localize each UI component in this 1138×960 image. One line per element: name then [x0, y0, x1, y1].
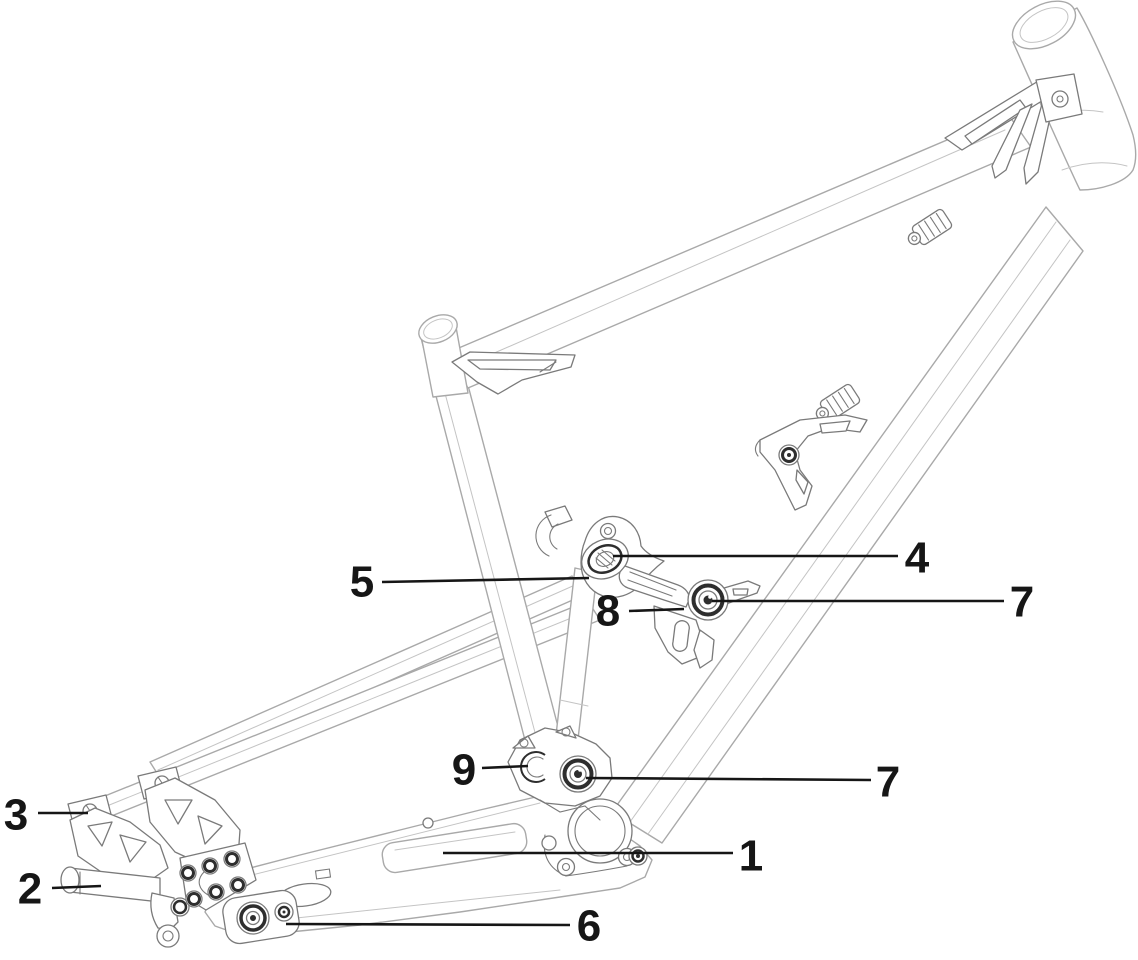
top-tube	[446, 113, 1032, 389]
seat-tube	[420, 335, 562, 749]
cable-guide-lower	[815, 383, 861, 421]
callout-number-5: 5	[350, 558, 374, 607]
callout-4-3: 4	[613, 534, 930, 583]
derailleur-hanger	[150, 892, 179, 931]
frame-illustration	[60, 0, 1137, 948]
callout-number-7: 7	[876, 758, 900, 807]
down-tube	[611, 206, 1084, 844]
callout-2-1: 2	[18, 865, 102, 914]
callout-number-1: 1	[739, 832, 763, 881]
leader-line-6	[285, 922, 571, 927]
callout-number-7: 7	[1010, 578, 1034, 627]
brake-mount-bolt	[628, 846, 648, 866]
rocker-link	[535, 505, 761, 669]
callout-9-9: 9	[452, 746, 529, 795]
rocker-main-bearing	[687, 579, 729, 621]
chainstay-pivot	[222, 889, 300, 945]
top-tube-gusset	[451, 351, 576, 395]
lower-link-assembly	[507, 725, 613, 821]
leader-line-2	[51, 884, 102, 890]
callout-7-7: 7	[585, 758, 900, 807]
callout-8-8: 8	[596, 587, 685, 636]
callout-number-3: 3	[4, 791, 28, 840]
callout-number-9: 9	[452, 746, 476, 795]
chain-device-bracket	[754, 414, 868, 511]
seat-tube-collar	[418, 314, 469, 398]
leader-line-5	[381, 576, 590, 584]
callout-number-4: 4	[905, 534, 930, 583]
leader-line-7	[585, 776, 872, 782]
leader-line-9	[481, 764, 529, 770]
callout-layer: 1 2 3 4 5 6 7 7 8 9	[4, 534, 1034, 951]
callout-6-5: 6	[285, 902, 601, 951]
cable-guide-upper	[907, 208, 953, 246]
callout-7-6: 7	[712, 578, 1034, 627]
head-tube-gusset	[944, 73, 1083, 185]
callout-number-2: 2	[18, 865, 42, 914]
leader-line-8	[628, 607, 685, 613]
callout-5-4: 5	[350, 558, 590, 607]
link-bolts	[179, 850, 247, 908]
dropout-linkage	[60, 777, 300, 948]
callout-number-8: 8	[596, 587, 620, 636]
lower-main-bearing	[559, 755, 597, 793]
rocker-front-bearing	[581, 538, 629, 580]
callout-1-0: 1	[443, 832, 763, 881]
callout-3-2: 3	[4, 791, 88, 840]
callout-number-6: 6	[577, 902, 601, 951]
